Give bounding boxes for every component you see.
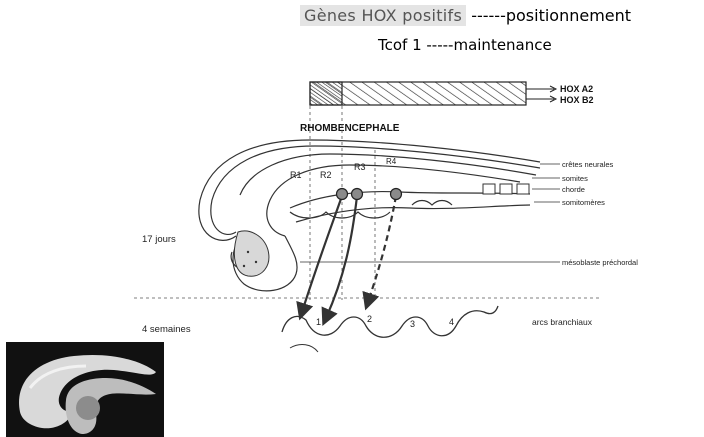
hox-a2-label: HOX A2: [560, 84, 593, 94]
crest-dot-r1: [337, 189, 348, 200]
somites-label: somites: [562, 174, 588, 183]
rhombomere-r1: R1: [290, 170, 302, 180]
migration-paths: [302, 196, 396, 318]
hox-b2-label: HOX B2: [560, 95, 594, 105]
head-mass: [234, 231, 269, 276]
rhombencephale-label: RHOMBENCEPHALE: [300, 123, 400, 134]
arch-4: 4: [449, 317, 454, 327]
arch-3: 3: [410, 319, 415, 329]
mesoblaste-label: mésoblaste préchordal: [562, 258, 638, 267]
crest-dot-r2: [352, 189, 363, 200]
cretes-neurales-label: crêtes neurales: [562, 160, 614, 169]
guide-lines: [134, 106, 600, 300]
somitomeres-label: somitomères: [562, 198, 605, 207]
arch-underside: [290, 345, 318, 352]
arch-1: 1: [316, 317, 321, 327]
arch-2: 2: [367, 314, 372, 324]
right-leaders: [300, 164, 560, 262]
arcs-branchiaux-label: arcs branchiaux: [532, 317, 593, 327]
embryo-photo: [6, 342, 164, 437]
chorde-label: chorde: [562, 185, 585, 194]
somites-row: [483, 184, 529, 194]
rhombomere-r4: R4: [386, 157, 397, 166]
four-weeks-label: 4 semaines: [142, 324, 191, 335]
branchial-arches-outline: [282, 306, 498, 337]
rhombomere-r3: R3: [354, 162, 366, 172]
seventeen-days-label: 17 jours: [142, 234, 176, 245]
hox-expression-bars: HOX A2 HOX B2: [310, 82, 594, 105]
rhombomere-r2: R2: [320, 170, 332, 180]
crest-dot-r4: [391, 189, 402, 200]
